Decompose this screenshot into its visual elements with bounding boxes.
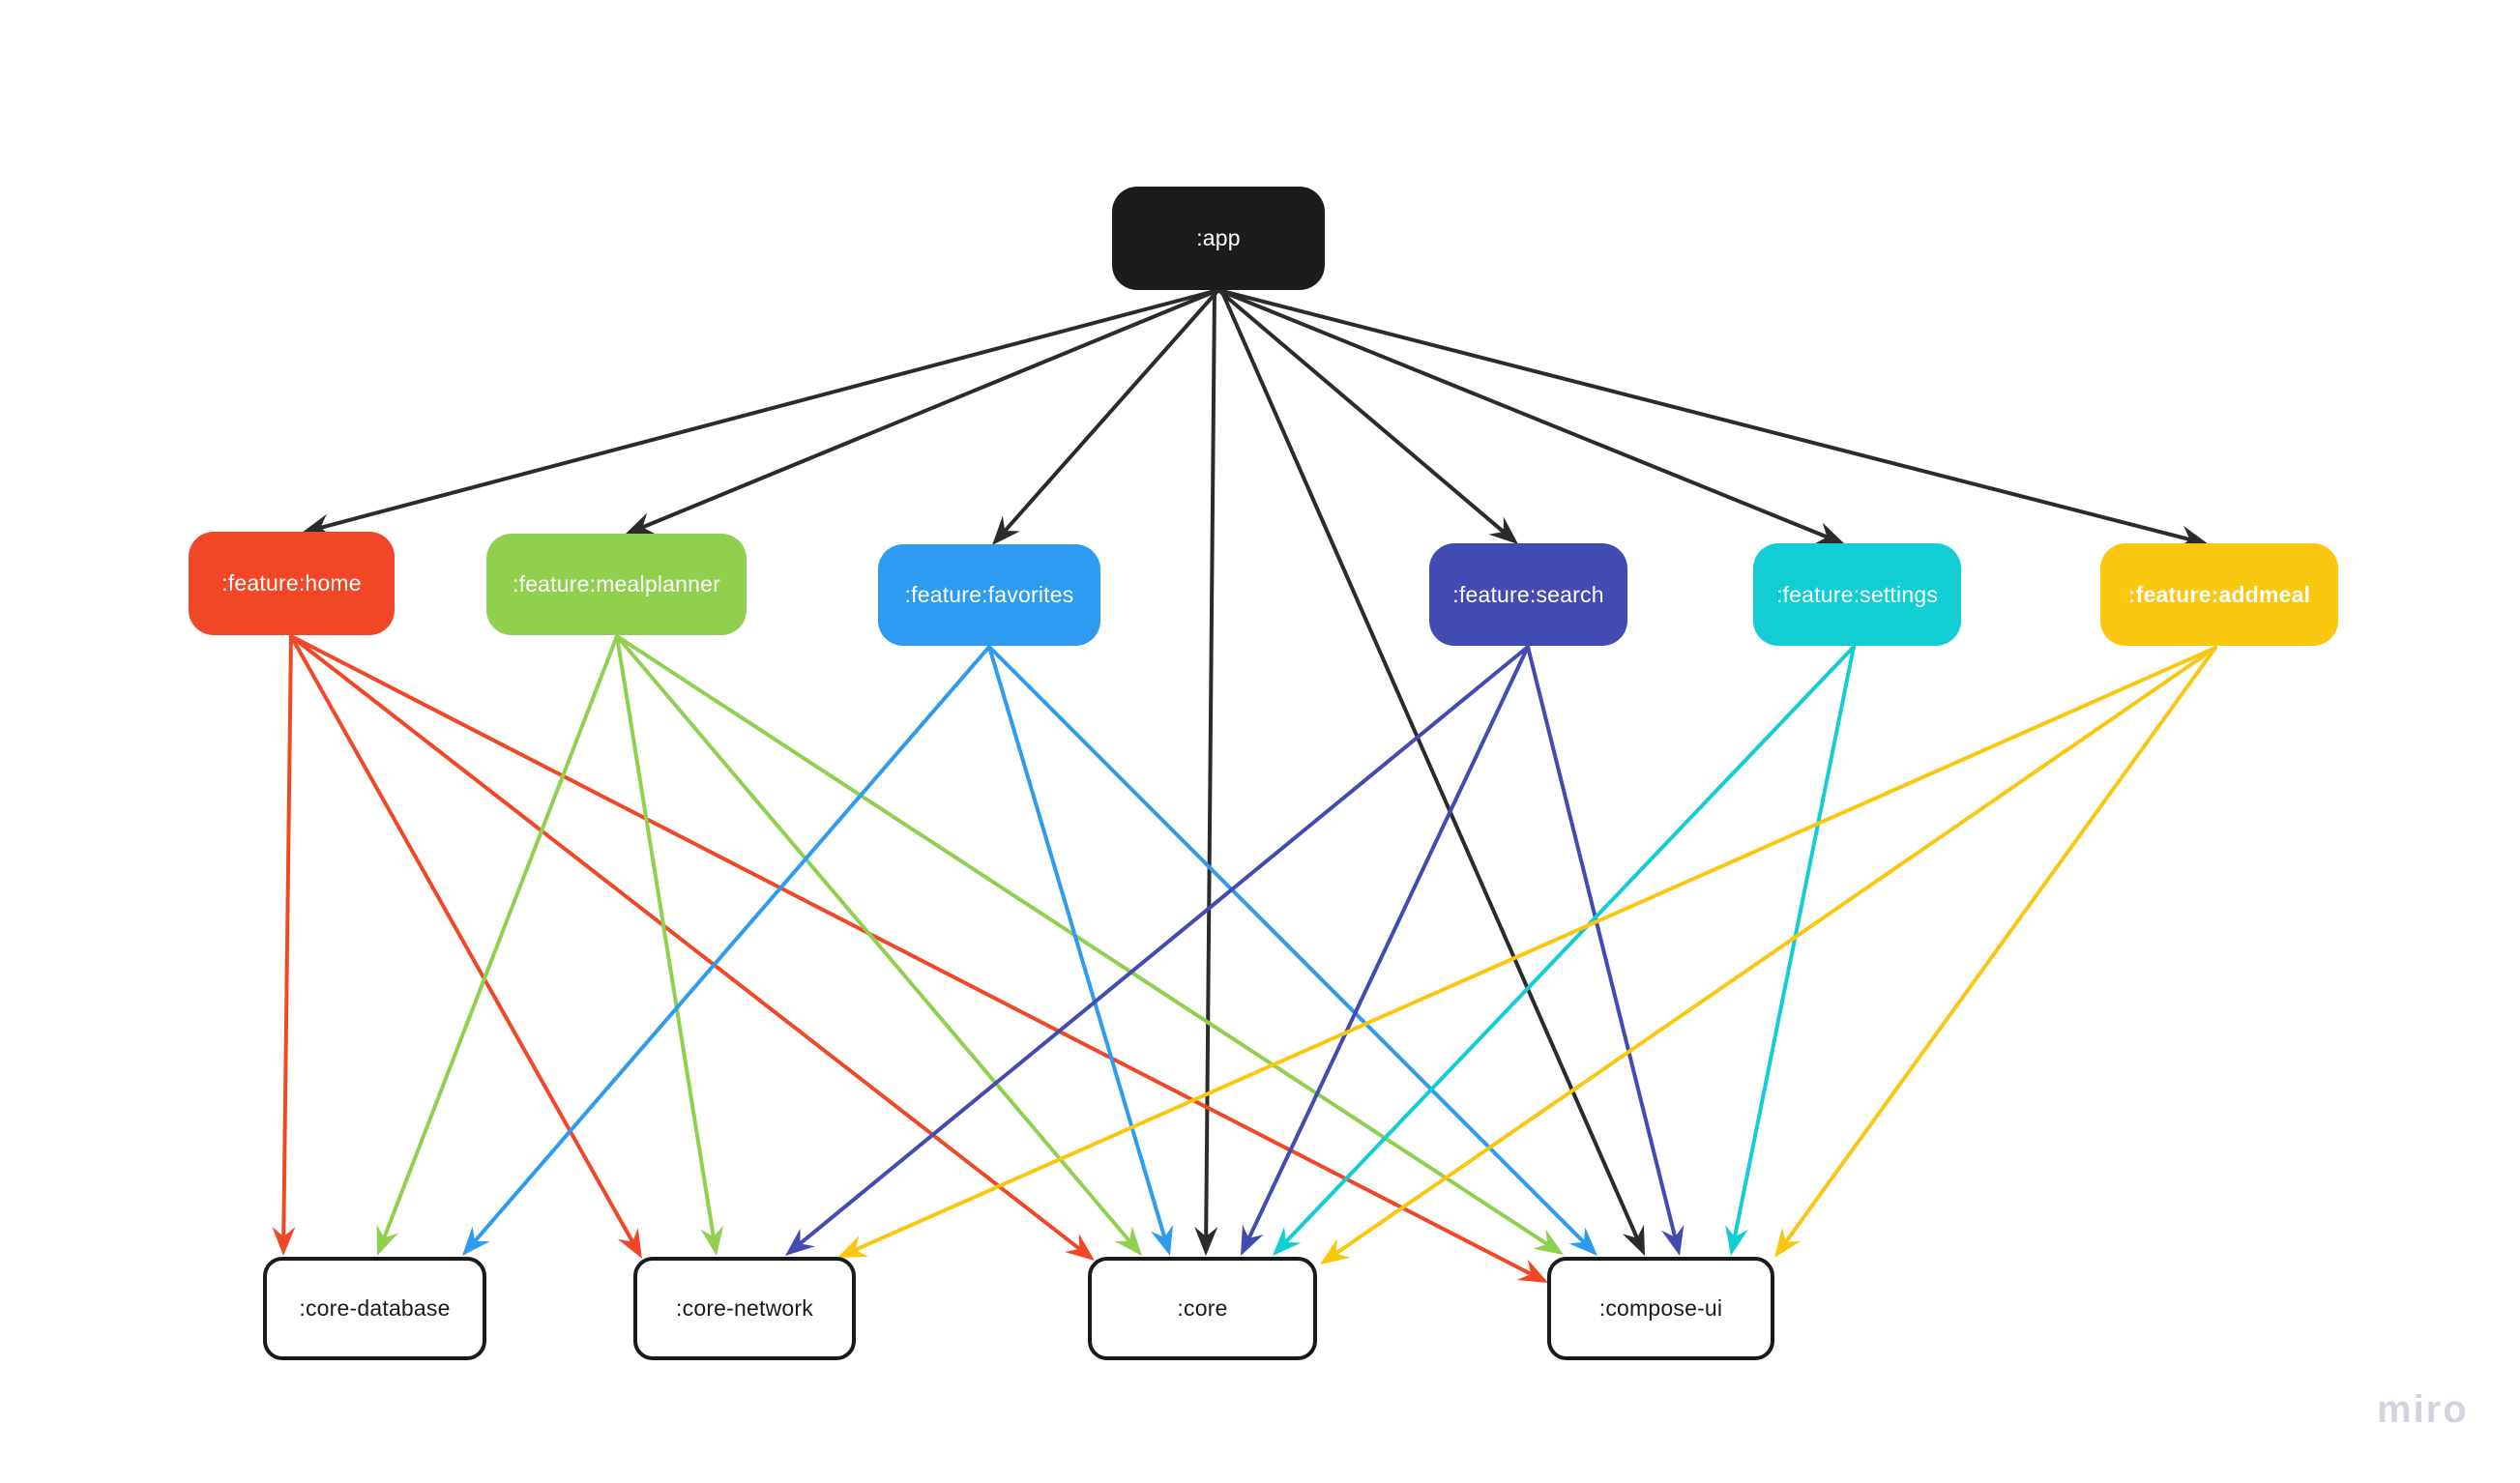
node-core-database[interactable]: :core-database: [263, 1257, 486, 1360]
node-feature-addmeal-label: :feature:addmeal: [2127, 581, 2311, 607]
node-core-network[interactable]: :core-network: [633, 1257, 856, 1360]
node-app[interactable]: :app: [1112, 187, 1325, 290]
node-compose-ui-label: :compose-ui: [1598, 1295, 1723, 1321]
miro-watermark: miro: [2377, 1388, 2469, 1431]
node-feature-search-label: :feature:search: [1452, 581, 1604, 607]
node-feature-addmeal[interactable]: :feature:addmeal: [2100, 543, 2338, 646]
node-feature-home[interactable]: :feature:home: [189, 532, 395, 635]
node-feature-home-label: :feature:home: [221, 570, 362, 596]
node-core[interactable]: :core: [1088, 1257, 1317, 1360]
node-feature-mealplanner-label: :feature:mealplanner: [513, 571, 720, 596]
node-app-label: :app: [1196, 225, 1241, 250]
node-feature-settings[interactable]: :feature:settings: [1753, 543, 1961, 646]
node-core-label: :core: [1177, 1295, 1228, 1321]
node-core-network-label: :core-network: [676, 1295, 813, 1321]
node-feature-search[interactable]: :feature:search: [1429, 543, 1627, 646]
node-feature-settings-label: :feature:settings: [1775, 581, 1939, 607]
node-feature-favorites[interactable]: :feature:favorites: [878, 544, 1100, 646]
node-feature-favorites-label: :feature:favorites: [904, 582, 1074, 607]
node-core-database-label: :core-database: [299, 1295, 451, 1321]
node-feature-mealplanner[interactable]: :feature:mealplanner: [486, 534, 747, 635]
node-compose-ui[interactable]: :compose-ui: [1547, 1257, 1774, 1360]
